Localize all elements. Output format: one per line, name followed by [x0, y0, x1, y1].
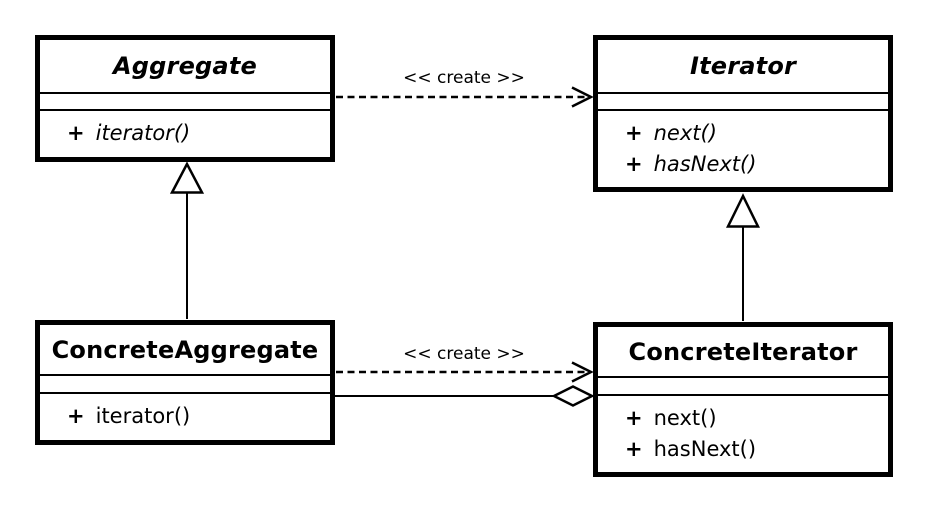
method-visibility: + [625, 406, 643, 430]
method-signature: next() [653, 121, 717, 145]
method-visibility: + [625, 437, 643, 461]
create-stereotype-label-bottom: << create >> [403, 344, 525, 364]
method-visibility: + [67, 404, 85, 428]
method-signature: next() [653, 406, 717, 430]
method-signature: hasNext() [653, 437, 757, 461]
method-item: + iterator() [67, 118, 330, 149]
create-arrow-bottom [336, 361, 594, 383]
method-visibility: + [625, 121, 643, 145]
class-box-concrete-aggregate: ConcreteAggregate + iterator() [35, 320, 335, 445]
create-arrow-top [336, 86, 594, 108]
method-visibility: + [625, 152, 643, 176]
class-methods-section: + next() + hasNext() [598, 111, 888, 187]
method-item: + hasNext() [625, 434, 888, 465]
class-attributes-section [40, 374, 330, 394]
class-attributes-section [40, 92, 330, 111]
method-signature: hasNext() [653, 152, 757, 176]
class-name: ConcreteAggregate [51, 335, 319, 364]
method-visibility: + [67, 121, 85, 145]
method-signature: iterator() [95, 404, 191, 428]
class-methods-section: + iterator() [40, 111, 330, 157]
class-name: ConcreteIterator [628, 337, 858, 366]
class-attributes-section [598, 92, 888, 111]
class-box-iterator: Iterator + next() + hasNext() [593, 35, 893, 192]
create-stereotype-label-top: << create >> [403, 68, 525, 88]
generalization-arrow-left [169, 161, 205, 319]
method-signature: iterator() [95, 121, 191, 145]
class-attributes-section [598, 376, 888, 396]
class-name: Aggregate [113, 52, 257, 80]
generalization-triangle [725, 193, 761, 228]
method-item: + next() [625, 118, 888, 149]
method-item: + hasNext() [625, 149, 888, 180]
generalization-arrow-right [725, 193, 761, 321]
method-item: + next() [625, 403, 888, 434]
method-item: + iterator() [67, 401, 330, 432]
class-methods-section: + next() + hasNext() [598, 396, 888, 472]
aggregation-diamond [551, 385, 595, 407]
class-methods-section: + iterator() [40, 394, 330, 440]
generalization-triangle [169, 161, 205, 194]
class-box-aggregate: Aggregate + iterator() [35, 35, 335, 162]
class-box-concrete-iterator: ConcreteIterator + next() + hasNext() [593, 322, 893, 477]
aggregation-link [335, 385, 595, 407]
class-name: Iterator [689, 52, 797, 80]
